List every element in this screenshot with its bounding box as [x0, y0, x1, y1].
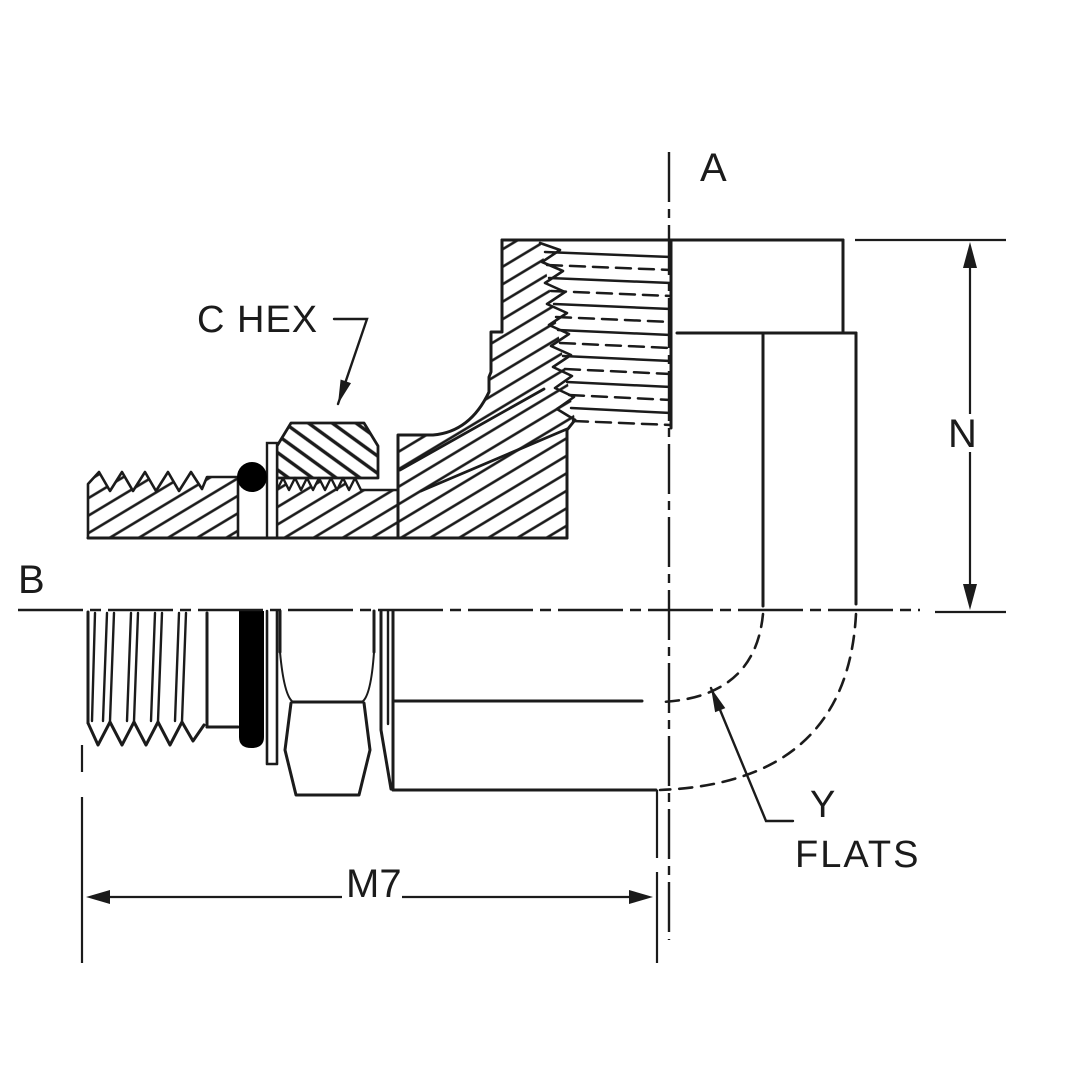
dimension-m7 [80, 745, 659, 963]
elbow-bend-arcs [658, 612, 858, 792]
n-arrow-up [963, 242, 977, 268]
body-and-boss-section [398, 240, 575, 538]
label-port-a: A [700, 146, 727, 190]
oring-section [237, 462, 267, 492]
flats-leader-arrow [711, 688, 726, 713]
flats-leader [709, 686, 795, 823]
male-thread-section [86, 470, 240, 540]
label-dim-n: N [948, 412, 977, 456]
label-flats-y: Y [810, 784, 836, 826]
m7-arrow-left [86, 890, 110, 904]
hex-leader [332, 317, 369, 406]
oring-external [239, 611, 264, 748]
label-hex-callout: C HEX [197, 299, 319, 341]
hex-leader-arrow [338, 379, 351, 404]
m7-arrow-right [629, 890, 653, 904]
n-arrow-down [963, 584, 977, 610]
centerlines [18, 152, 920, 940]
dimension-n [855, 238, 1006, 614]
male-thread-flanks [90, 611, 188, 723]
part-outline [86, 238, 858, 797]
backup-washer-section [265, 441, 279, 540]
female-thread-lines [543, 250, 673, 427]
label-port-b: B [18, 558, 45, 602]
label-flats-word: FLATS [795, 834, 921, 876]
thread-band-under-hex [275, 476, 400, 540]
label-dim-m7: M7 [346, 862, 402, 906]
hex-section [275, 421, 380, 480]
